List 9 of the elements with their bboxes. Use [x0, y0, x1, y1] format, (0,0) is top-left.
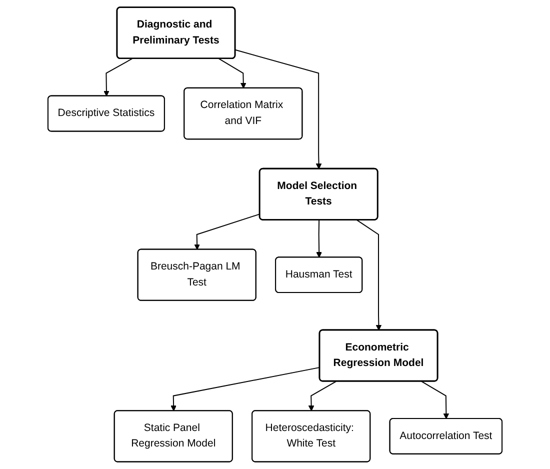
arrow [170, 366, 320, 412]
arrow [308, 380, 337, 412]
arrow [104, 58, 133, 96]
arrow [356, 220, 382, 331]
arrow [218, 58, 246, 88]
arrow [194, 214, 260, 250]
arrow [316, 220, 322, 258]
arrow [234, 49, 322, 170]
arrow [421, 380, 450, 420]
